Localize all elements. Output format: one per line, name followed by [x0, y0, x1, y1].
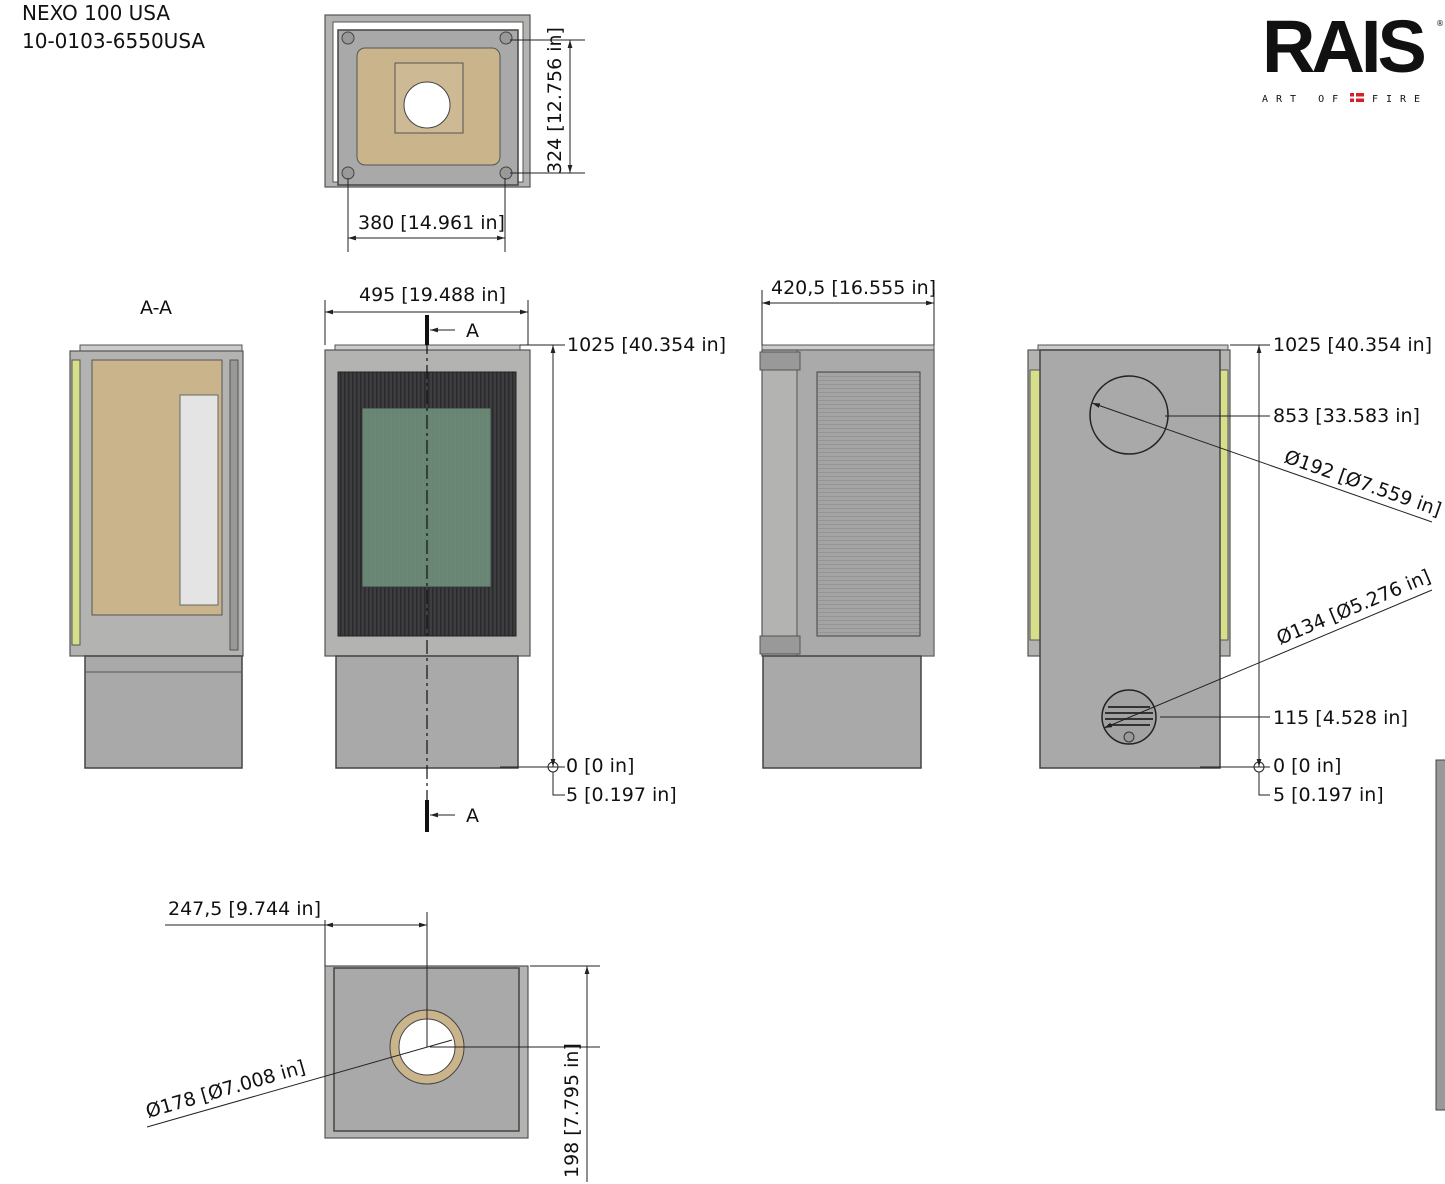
air-diameter-dimension: Ø134 [Ø5.276 in] [1273, 565, 1433, 649]
flue-diameter-dimension: Ø192 [Ø7.559 in] [1281, 446, 1444, 521]
section-mark-top: A [466, 320, 479, 342]
front-zero-dimension: 0 [0 in] [566, 755, 634, 777]
bottom-view [146, 912, 600, 1182]
back-height-dimension: 1025 [40.354 in] [1273, 334, 1432, 356]
svg-text:FIRE: FIRE [1372, 94, 1428, 105]
bottom-diameter-dimension: Ø178 [Ø7.008 in] [143, 1056, 307, 1123]
back-view [1027, 344, 1433, 796]
side-depth-dimension: 420,5 [16.555 in] [771, 277, 936, 299]
side-view [759, 290, 935, 769]
front-view [324, 300, 565, 832]
flue-height-dimension: 853 [33.583 in] [1273, 405, 1420, 427]
bottom-depth-dimension: 198 [7.795 in] [561, 1043, 583, 1178]
svg-text:RAIS: RAIS [1262, 5, 1424, 88]
front-width-dimension: 495 [19.488 in] [359, 284, 506, 306]
part-number: 10-0103-6550USA [22, 29, 205, 53]
back-feet-dimension: 5 [0.197 in] [1273, 784, 1384, 806]
air-height-dimension: 115 [4.528 in] [1273, 707, 1408, 729]
top-width-dimension: 380 [14.961 in] [358, 212, 505, 234]
model-name: NEXO 100 USA [22, 1, 170, 25]
front-height-dimension: 1025 [40.354 in] [567, 334, 726, 356]
svg-text:®: ® [1436, 19, 1444, 28]
bottom-offset-dimension: 247,5 [9.744 in] [168, 898, 321, 920]
section-mark-bottom: A [466, 805, 479, 827]
svg-text:ART OF: ART OF [1262, 94, 1346, 105]
section-view [69, 344, 244, 769]
back-zero-dimension: 0 [0 in] [1273, 755, 1341, 777]
partial-view-edge [1435, 759, 1445, 1111]
front-feet-dimension: 5 [0.197 in] [566, 784, 677, 806]
top-view [324, 14, 585, 252]
section-label: A-A [140, 297, 172, 319]
top-depth-dimension: 324 [12.756 in] [544, 27, 566, 174]
rais-logo: RAIS ® ART OF FIRE [1262, 5, 1444, 105]
